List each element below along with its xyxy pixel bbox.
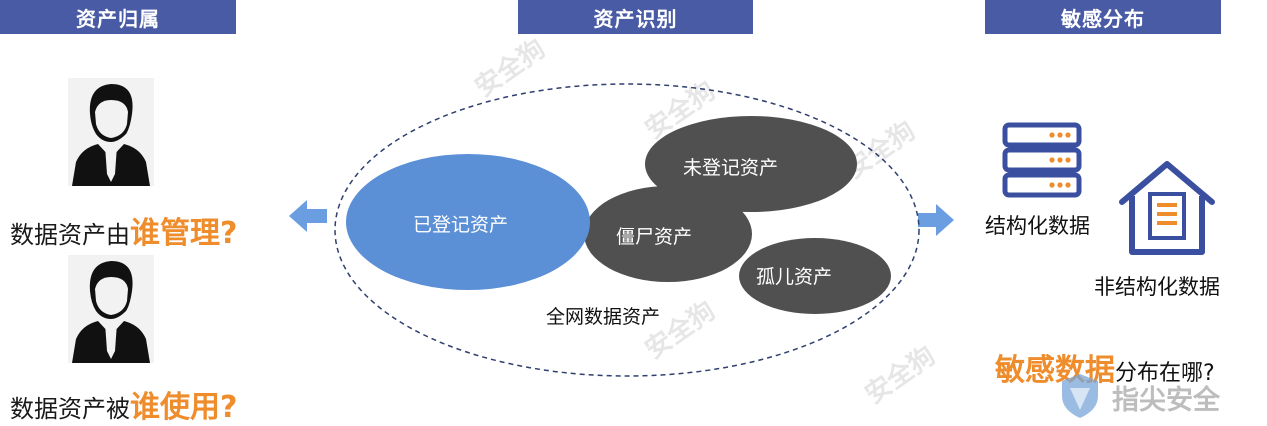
- orphan-assets-label: 孤儿资产: [756, 266, 833, 288]
- house-document-icon: [1119, 161, 1215, 255]
- left-arrow-icon: [289, 200, 327, 232]
- all-network-assets-label: 全网数据资产: [546, 306, 661, 328]
- brand-watermark: 指尖安全: [1112, 385, 1220, 416]
- unregistered-assets-blob: [645, 116, 857, 212]
- person-icon: [68, 78, 154, 186]
- unstructured-data-label: 非结构化数据: [1094, 275, 1220, 299]
- zombie-assets-label: 僵尸资产: [616, 226, 693, 248]
- question-rest: 分布在哪?: [1115, 361, 1215, 386]
- shield-logo-icon: [1062, 374, 1098, 418]
- zombie-assets-blob: [584, 186, 752, 282]
- asset-identification-diagram: [334, 83, 920, 377]
- question-highlight: 谁管理?: [130, 216, 238, 251]
- question-who-manages: 数据资产由谁管理?: [10, 208, 237, 252]
- question-highlight: 谁使用?: [130, 390, 238, 425]
- orphan-assets-blob: [739, 238, 891, 314]
- header-asset-identification: 资产识别: [518, 0, 753, 34]
- structured-data-label: 结构化数据: [985, 214, 1090, 238]
- registered-assets-label: 已登记资产: [413, 214, 509, 236]
- question-prefix: 数据资产被: [10, 395, 130, 423]
- person-icon: [68, 255, 154, 363]
- question-who-uses: 数据资产被谁使用?: [10, 382, 237, 426]
- unregistered-assets-label: 未登记资产: [683, 157, 779, 179]
- question-prefix: 数据资产由: [10, 221, 130, 249]
- all-assets-boundary: [334, 83, 920, 377]
- right-arrow-icon: [918, 204, 954, 236]
- header-sensitive-distribution: 敏感分布: [985, 0, 1221, 34]
- header-asset-ownership: 资产归属: [0, 0, 236, 34]
- server-icon: [1002, 122, 1082, 198]
- registered-assets-blob: [346, 154, 590, 290]
